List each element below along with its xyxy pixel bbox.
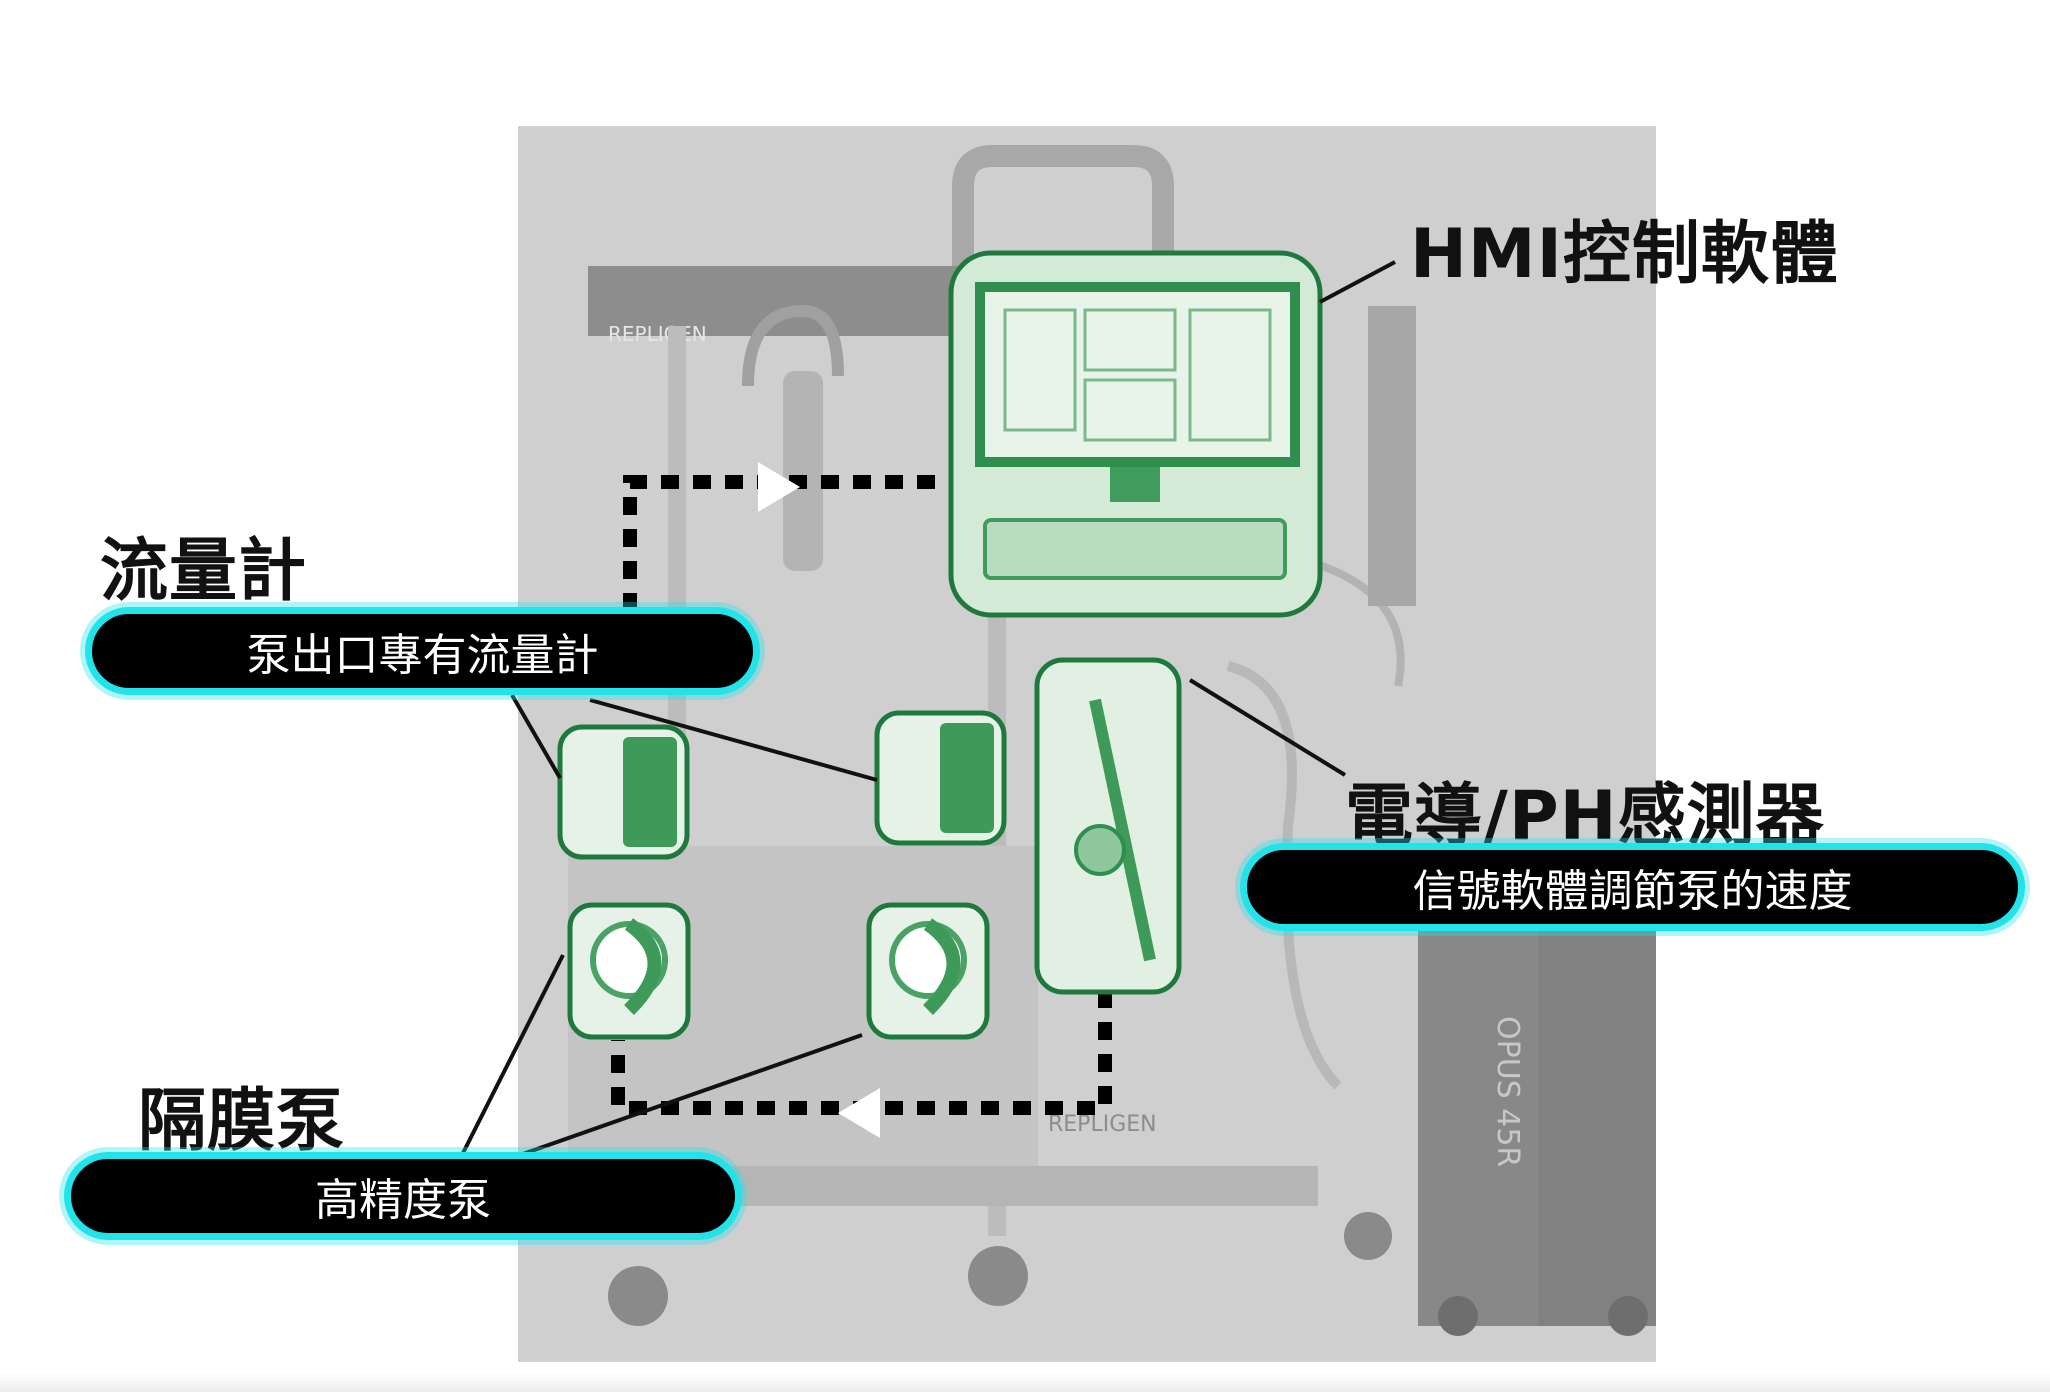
pump-title: 隔膜泵 — [138, 1082, 346, 1161]
opus-column-label: OPUS 45R — [1490, 1016, 1525, 1167]
sensor-description: 信號軟體調節泵的速度 — [1412, 866, 1853, 917]
sensor-leader — [1188, 678, 1347, 777]
flowmeter-highlight-left — [557, 724, 690, 860]
skid-brand-text: REPLIGEN — [608, 322, 707, 346]
sensor-highlight — [1034, 657, 1182, 995]
flowmeter-description: 泵出口專有流量計 — [246, 630, 599, 681]
skid-filter — [783, 371, 823, 571]
hmi-highlight — [948, 250, 1323, 618]
skid-bottom-brand: REPLIGEN — [1048, 1112, 1157, 1137]
skid-brand-bar — [588, 266, 988, 336]
pump-description-pill: 高精度泵 — [64, 1152, 742, 1240]
page-bottom-fade — [0, 1372, 2050, 1392]
flow-path-bottom — [611, 990, 1112, 1115]
hmi-monitor-screen — [985, 292, 1290, 457]
flow-path-top — [623, 475, 935, 610]
flowmeter-highlight-right — [874, 710, 1007, 846]
wheel-2 — [968, 1246, 1028, 1306]
flowmeter-description-pill: 泵出口專有流量計 — [85, 607, 760, 695]
sensor-title: 電導/PH感測器 — [1345, 777, 1825, 856]
pump-highlight-right — [866, 902, 990, 1040]
leader-lines — [460, 260, 1396, 1157]
flowmeter-leader-left — [510, 693, 562, 780]
hmi-keyboard — [983, 518, 1287, 580]
pump-description: 高精度泵 — [315, 1175, 491, 1226]
wheel-1 — [608, 1266, 668, 1326]
pump-highlight-left — [567, 902, 691, 1040]
hmi-title: HMI控制軟體 — [1410, 215, 1839, 294]
sensor-description-pill: 信號軟體調節泵的速度 — [1240, 843, 2025, 931]
hmi-leader — [1319, 260, 1396, 304]
wheel-3 — [1344, 1212, 1392, 1260]
flowmeter-title: 流量計 — [100, 532, 308, 611]
skid-right-column — [1368, 306, 1416, 606]
pump-leader-right — [519, 1033, 863, 1157]
flowmeter-leader-right — [589, 698, 878, 782]
flow-arrow-right — [758, 462, 800, 512]
flow-arrow-left — [838, 1088, 880, 1138]
skid-handle-frame — [952, 145, 1174, 366]
pump-leader-left — [460, 954, 565, 1156]
